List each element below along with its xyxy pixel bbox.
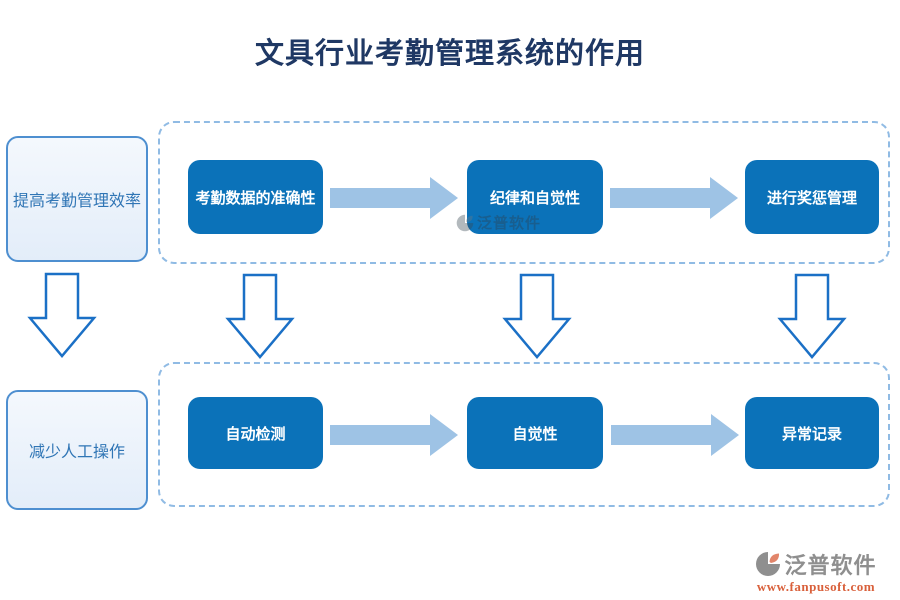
benefit-box-efficiency: 提高考勤管理效率 — [6, 136, 148, 262]
step-box-self-awareness-label: 自觉性 — [512, 425, 558, 443]
brand-website: www.fanpusoft.com — [756, 579, 876, 594]
step-box-discipline: 纪律和自觉性 — [467, 160, 603, 234]
step-box-anomaly-record-label: 异常记录 — [781, 425, 842, 443]
step-box-auto-detect-label: 自动检测 — [225, 425, 286, 443]
benefit-box-efficiency-label: 提高考勤管理效率 — [12, 193, 141, 210]
fanpu-logo-icon — [756, 552, 781, 576]
step-box-discipline-label: 纪律和自觉性 — [489, 189, 580, 207]
down-arrow-icon — [27, 272, 97, 358]
down-arrow-icon — [225, 273, 295, 359]
brand-name: 泛普软件 — [784, 553, 877, 578]
right-arrow-icon — [330, 177, 458, 219]
step-box-accuracy: 考勤数据的准确性 — [188, 160, 323, 234]
step-box-auto-detect: 自动检测 — [188, 397, 323, 469]
right-arrow-icon — [330, 414, 458, 456]
right-arrow-icon — [611, 414, 739, 456]
flow-group-top — [158, 121, 890, 264]
page-title: 文具行业考勤管理系统的作用 — [254, 38, 645, 70]
flow-group-bottom — [158, 362, 890, 507]
step-box-reward-punish: 进行奖惩管理 — [745, 160, 879, 234]
step-box-accuracy-label: 考勤数据的准确性 — [195, 189, 316, 207]
down-arrow-icon — [502, 273, 572, 359]
step-box-self-awareness: 自觉性 — [467, 397, 603, 469]
benefit-box-less-manual: 减少人工操作 — [6, 390, 148, 510]
step-box-reward-punish-label: 进行奖惩管理 — [766, 189, 857, 207]
brand-logo: 泛普软件 www.fanpusoft.com — [748, 548, 884, 595]
down-arrow-icon — [777, 273, 847, 359]
step-box-anomaly-record: 异常记录 — [745, 397, 879, 469]
right-arrow-icon — [610, 177, 738, 219]
benefit-box-less-manual-label: 减少人工操作 — [28, 444, 125, 461]
